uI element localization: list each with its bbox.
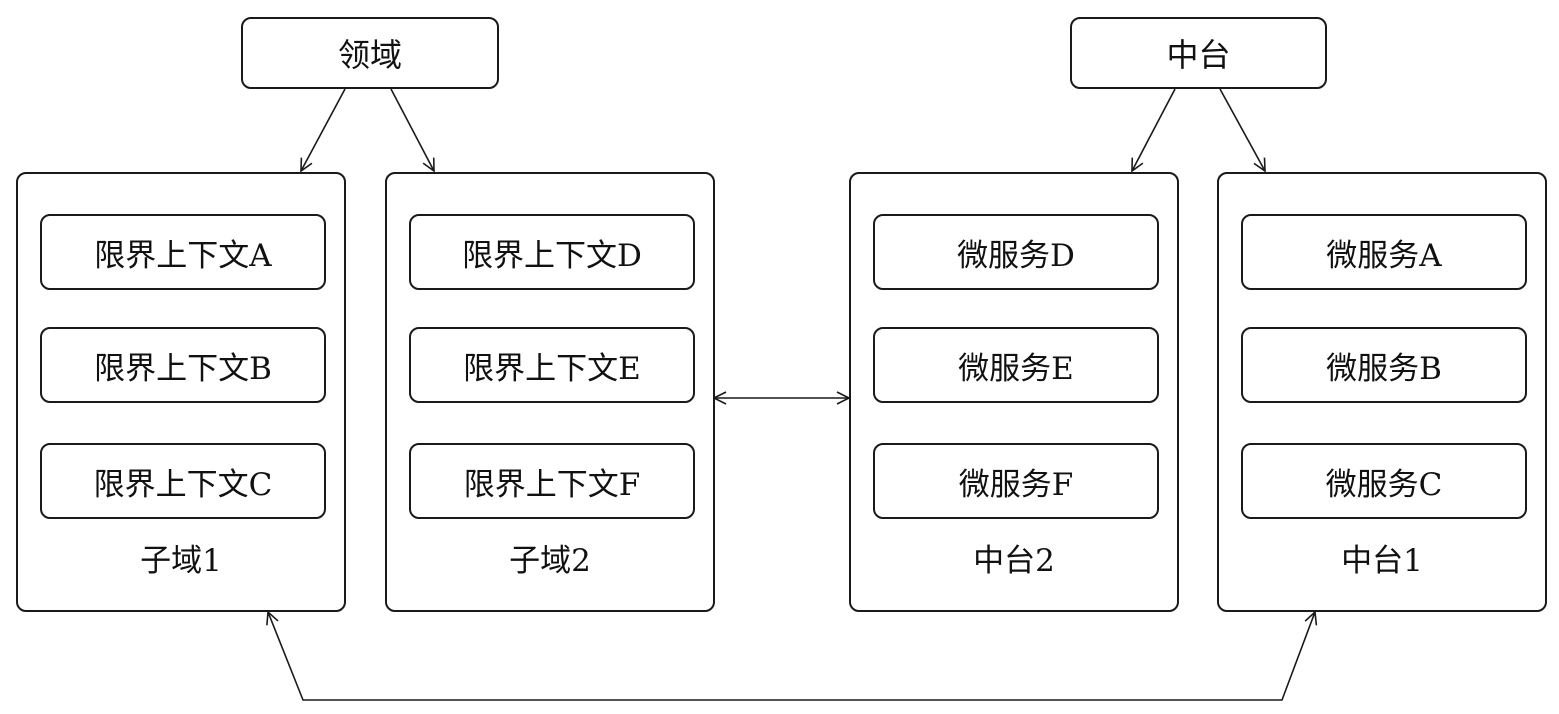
platform2-item (873, 443, 1159, 519)
domain-node (241, 17, 499, 89)
platform1-item-label: 微服务C (1325, 466, 1443, 503)
platform2-item-label: 微服务D (957, 237, 1075, 274)
subdomain1-item (40, 214, 326, 290)
arrow-platform-to-platform2 (1131, 88, 1176, 173)
platform2-item-label: 微服务F (958, 466, 1074, 503)
subdomain1-item-label: 限界上下文B (94, 350, 272, 387)
subdomain1-item (40, 443, 326, 519)
platform2-item (873, 214, 1159, 290)
platform1-caption: 中台1 (1341, 542, 1423, 579)
platform2-caption: 中台2 (973, 542, 1055, 579)
subdomain1-caption: 子域1 (140, 542, 222, 579)
subdomain1-item (40, 327, 326, 403)
arrow-platform-to-platform1 (1219, 88, 1266, 173)
domain-node-label: 领域 (337, 36, 402, 74)
platform1-item (1241, 327, 1527, 403)
platform1-item-label: 微服务A (1326, 237, 1442, 274)
subdomain2-item-label: 限界上下文F (463, 466, 641, 503)
subdomain2-item (409, 214, 695, 290)
platform2-item (873, 327, 1159, 403)
platform1-item (1241, 214, 1527, 290)
subdomain2-item (409, 443, 695, 519)
middle-platform-node-label: 中台 (1166, 36, 1231, 74)
subdomain2-item-label: 限界上下文E (463, 350, 641, 387)
subdomain2-item (409, 327, 695, 403)
platform1-item (1241, 443, 1527, 519)
subdomain1-item-label: 限界上下文A (94, 237, 272, 274)
arrow-domain-to-subdomain1 (300, 88, 346, 173)
arrow-subdomain1-platform1 (266, 610, 1318, 701)
middle-platform-node (1070, 17, 1327, 89)
subdomain2-item-label: 限界上下文D (462, 237, 642, 274)
platform2-item-label: 微服务E (958, 350, 1074, 387)
platform1-item-label: 微服务B (1326, 350, 1442, 387)
arrow-domain-to-subdomain2 (390, 88, 435, 173)
subdomain2-caption: 子域2 (509, 542, 591, 579)
subdomain1-item-label: 限界上下文C (93, 466, 273, 503)
